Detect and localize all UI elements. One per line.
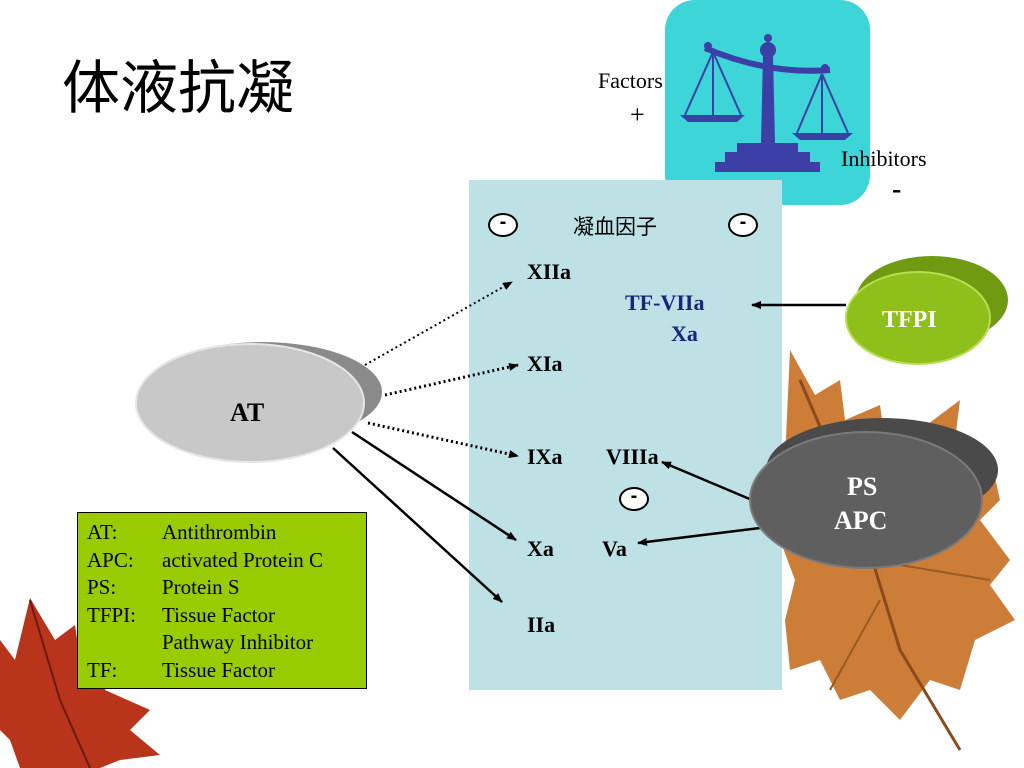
legend-value: Antithrombin <box>162 520 277 544</box>
arrow-at-to-xia <box>384 363 519 397</box>
arrow-ps-apc-to-viiia <box>661 460 753 502</box>
legend-value: Pathway Inhibitor <box>162 630 314 654</box>
arrow-at-to-xiia <box>364 281 513 366</box>
factor-xia: XIa <box>527 351 563 376</box>
factor-xiia: XIIa <box>527 259 572 284</box>
ps-apc-disc <box>749 418 998 569</box>
coagulation-factor-panel <box>469 180 782 690</box>
factor-xa: Xa <box>527 536 554 561</box>
at-disc <box>135 342 382 463</box>
arrow-at-to-ixa <box>367 421 519 458</box>
factor-xa-top: Xa <box>671 321 698 346</box>
legend-row: Pathway Inhibitor <box>87 629 366 657</box>
apc-label: APC <box>834 506 888 535</box>
tfpi-label: TFPI <box>882 307 937 333</box>
factor-va: Va <box>602 536 627 561</box>
minus-indicator-left: - <box>488 212 518 237</box>
legend-key: TFPI: <box>87 602 137 627</box>
legend-row: PS: Protein S <box>87 574 366 602</box>
arrow-ps-apc-to-va <box>637 526 761 546</box>
page-title: 体液抗凝 <box>62 54 295 122</box>
legend-key: TF: <box>87 657 118 682</box>
factors-plus-sign: + <box>630 100 645 129</box>
legend-value: activated Protein C <box>162 547 323 572</box>
arrow-at-to-xa <box>351 430 517 542</box>
abbreviation-legend: AT:Antithrombin APC:activated Protein C … <box>77 512 367 689</box>
legend-value: Tissue Factor <box>162 657 275 682</box>
balance-scale-icon <box>680 34 853 172</box>
legend-row: APC: activated Protein C <box>87 547 366 575</box>
arrow-at-to-iia <box>332 447 503 603</box>
legend-row: TFPI: Tissue Factor <box>87 602 366 630</box>
legend-key: PS: <box>87 575 117 599</box>
at-label: AT <box>230 398 265 427</box>
minus-indicator-center: - <box>619 486 649 511</box>
factor-ixa: IXa <box>527 444 563 469</box>
balance-scale-box <box>665 0 870 205</box>
factor-iia: IIa <box>527 612 556 637</box>
ps-label: PS <box>847 472 878 501</box>
legend-key: AT: <box>87 520 118 544</box>
factors-label: Factors <box>598 68 663 93</box>
legend-value: Protein S <box>162 575 240 599</box>
panel-header: 凝血因子 <box>573 215 657 239</box>
inhibitors-minus-sign: - <box>892 174 902 205</box>
legend-row: TF: Tissue Factor <box>87 657 366 685</box>
factor-viiia: VIIIa <box>606 444 659 469</box>
legend-row: AT: Antithrombin <box>87 519 366 547</box>
legend-value: Tissue Factor <box>162 602 275 627</box>
legend-key <box>87 629 162 657</box>
factor-tf-viia: TF-VIIa <box>625 290 705 315</box>
minus-indicator-right: - <box>728 212 758 237</box>
legend-key: APC: <box>87 547 134 572</box>
tfpi-disc <box>845 256 1008 365</box>
inhibitors-label: Inhibitors <box>841 146 927 171</box>
